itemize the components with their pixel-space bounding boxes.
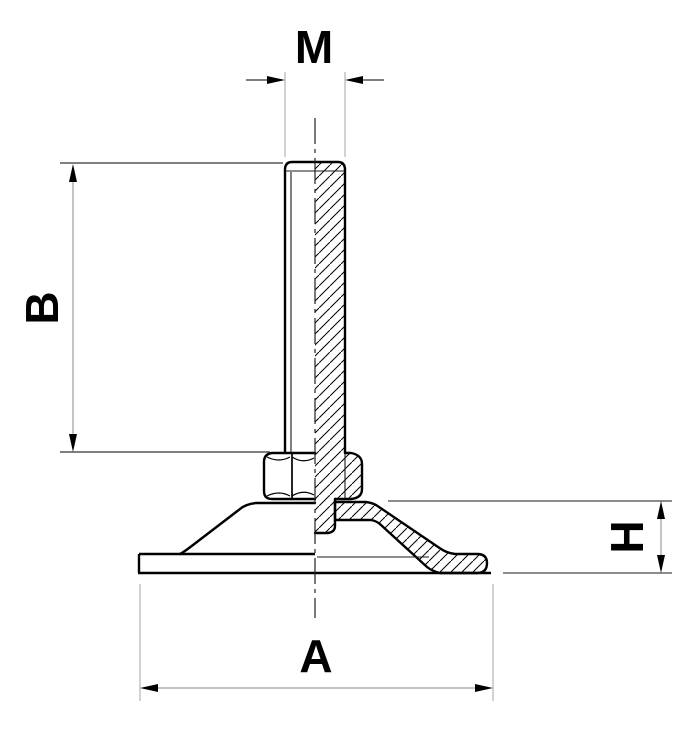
b-arrow-down-icon	[69, 434, 77, 452]
h-arrow-up-icon	[657, 501, 665, 519]
stud-end-outline	[313, 497, 337, 535]
nut-chamfer-arc-top-right	[291, 456, 315, 462]
dimension-b: B	[16, 162, 283, 453]
threaded-stud	[283, 160, 347, 453]
nut-outline-left	[262, 451, 317, 501]
dimension-label-a: A	[299, 630, 332, 682]
nut-chamfer-arc-top-left	[266, 456, 291, 461]
a-arrow-right-icon	[475, 684, 493, 692]
h-arrow-down-icon	[657, 555, 665, 573]
stud-section-hatch	[315, 163, 345, 453]
m-arrow-right-icon	[345, 76, 363, 84]
a-arrow-left-icon	[140, 684, 158, 692]
dimension-a: A	[139, 584, 494, 701]
dimension-label-h: H	[601, 520, 653, 553]
base-section-outline	[333, 500, 489, 575]
section-hatching	[315, 163, 487, 573]
hex-nut	[262, 451, 364, 501]
dimension-label-m: M	[295, 21, 333, 73]
dimension-h: H	[388, 500, 672, 574]
nut-section-hatch	[315, 453, 362, 499]
nut-outline-section	[333, 451, 364, 501]
dimension-m: M	[246, 21, 384, 157]
stud-end-hatch	[315, 499, 335, 533]
base-section-hatch	[335, 502, 487, 573]
nut-chamfer-arc-bottom-right	[291, 491, 315, 497]
nut-chamfer-arc-bottom-left	[266, 492, 291, 497]
b-arrow-up-icon	[69, 164, 77, 182]
stud-end	[313, 497, 337, 535]
dimension-label-b: B	[16, 291, 68, 324]
m-arrow-left-icon	[267, 76, 285, 84]
base-cone-outline	[178, 501, 317, 556]
